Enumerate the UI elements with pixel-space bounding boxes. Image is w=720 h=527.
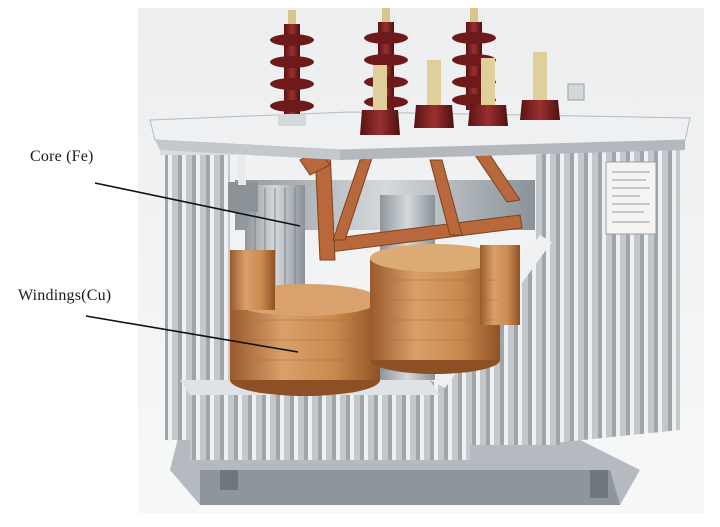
core-leader-line bbox=[94, 182, 301, 227]
label-windings: Windings(Cu) bbox=[18, 287, 112, 304]
tap-changer-knob bbox=[567, 83, 585, 101]
lv-bushings bbox=[360, 52, 585, 135]
lv-bushing-1 bbox=[360, 65, 400, 135]
windings-leader-line bbox=[85, 315, 299, 353]
label-core: Core (Fe) bbox=[30, 148, 94, 165]
windings-cu bbox=[230, 244, 520, 396]
hv-bushing-1 bbox=[270, 10, 314, 126]
nameplate bbox=[605, 161, 657, 235]
lv-bushing-4 bbox=[520, 52, 560, 120]
hv-bushings bbox=[270, 8, 496, 126]
leader-lines bbox=[85, 182, 301, 353]
lv-bushing-3 bbox=[468, 58, 508, 126]
copper-leads bbox=[299, 149, 523, 261]
lv-bushing-2 bbox=[414, 60, 454, 128]
